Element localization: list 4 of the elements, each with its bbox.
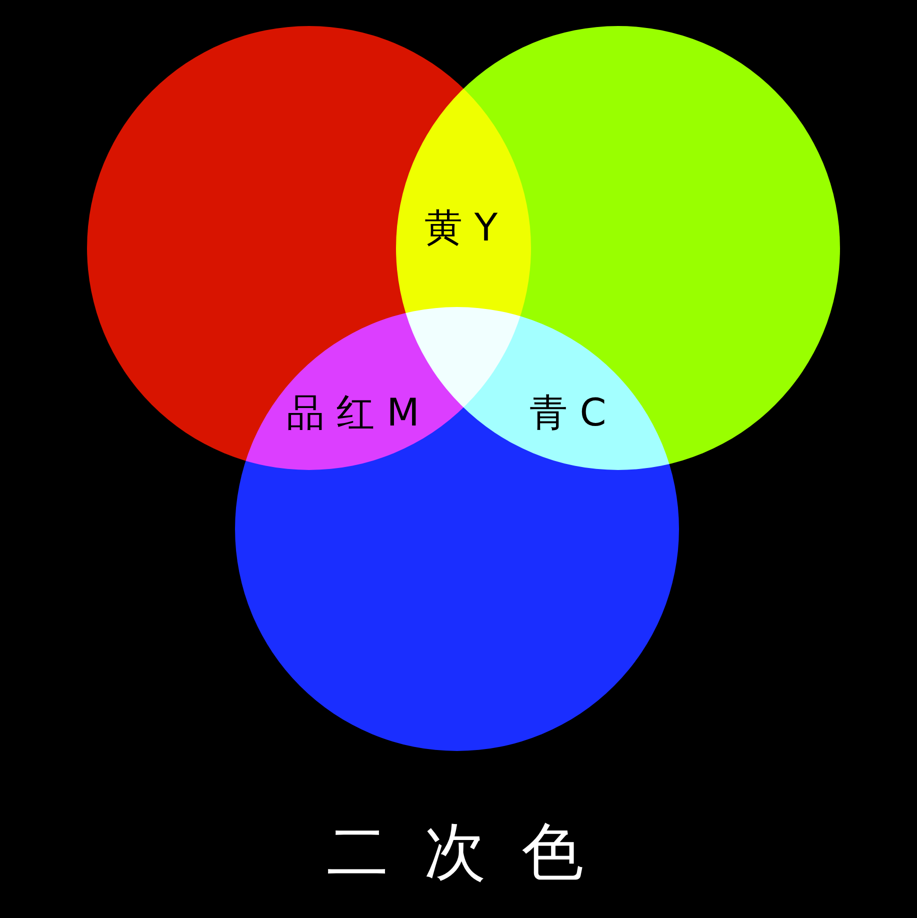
color-label: 黄 Y	[424, 204, 498, 252]
caption: 二 次 色	[326, 814, 592, 890]
color-label: 青 C	[530, 390, 606, 436]
color-label: 品 红 M	[286, 390, 420, 436]
